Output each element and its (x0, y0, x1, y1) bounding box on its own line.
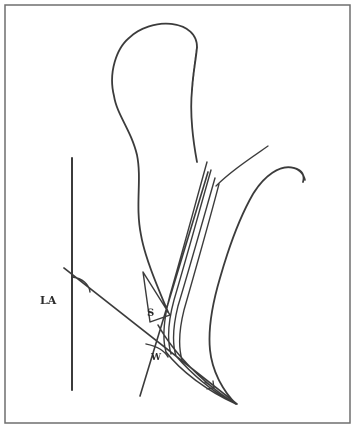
label-s: S (147, 308, 154, 319)
label-la: LA (40, 294, 57, 307)
label-w: W (150, 353, 162, 363)
figure-border (5, 5, 350, 423)
